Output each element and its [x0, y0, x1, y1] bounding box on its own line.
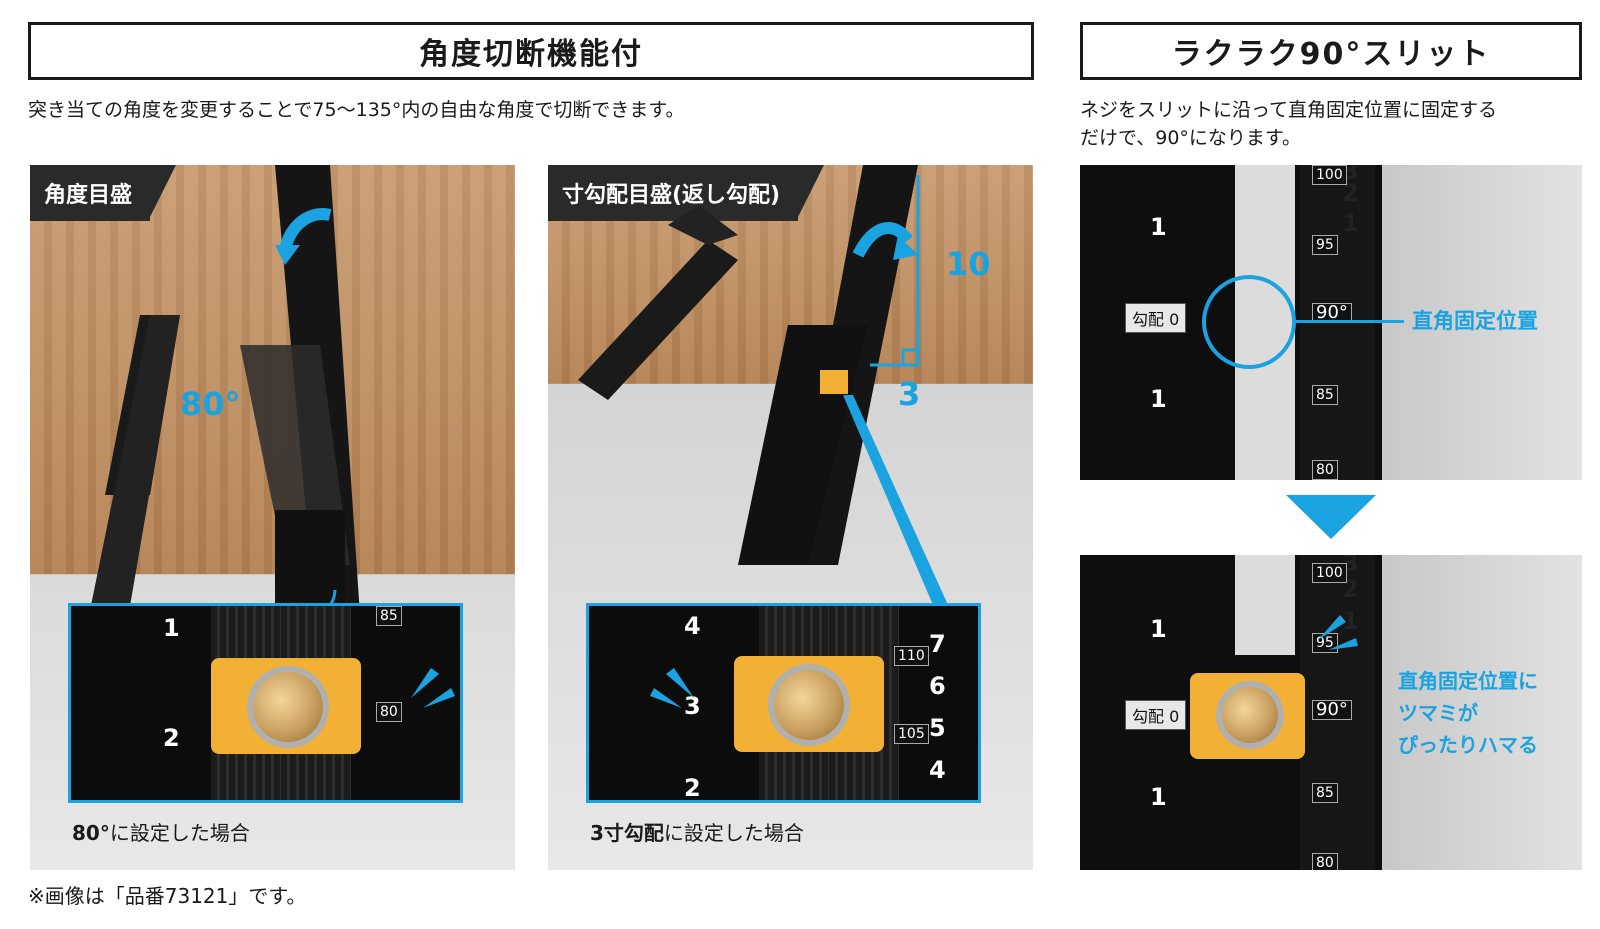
product-number-note: ※画像は「品番73121」です。 [28, 884, 307, 908]
scale-tick-label: 95 [1312, 235, 1338, 255]
scale-tick-label: 100 [1312, 563, 1347, 583]
gobai-zero-label: 勾配 0 [1125, 700, 1187, 730]
pitch-scale-tag-text: 寸勾配目盛(返し勾配) [562, 183, 781, 208]
scale-tick-label: 95 [1312, 633, 1338, 653]
angle-cut-title: 角度切断機能付 [28, 22, 1034, 80]
pitch-scale-photo: 寸勾配目盛(返し勾配) 10 3 4 3 2 7 6 5 4 [548, 165, 1033, 870]
highlight-circle [1202, 275, 1296, 369]
knob-fit-callout-line1: 直角固定位置に [1398, 669, 1538, 693]
brass-knob [774, 670, 844, 740]
angle-scale-tag: 角度目盛 [30, 165, 177, 221]
inset-scale-number: 7 [929, 630, 946, 658]
right-scale-number: 1 [1342, 607, 1359, 635]
brass-knob [253, 672, 323, 742]
emphasis-marks-icon [1318, 615, 1358, 650]
scale-tick-label: 80 [1312, 853, 1338, 870]
slit-description-line1: ネジをスリットに沿って直角固定位置に固定する [1080, 99, 1498, 121]
scale-tick-label: 100 [1312, 165, 1347, 185]
angle-caption-bold: 80° [72, 821, 110, 845]
angle-scale-inset: 1 2 85 80 [68, 603, 463, 803]
angle-cut-title-text: 角度切断機能付 [419, 37, 643, 72]
inset-scale-number: 1 [163, 614, 180, 642]
yellow-slider [211, 658, 361, 754]
scale-number: 1 [1150, 615, 1167, 643]
scale-number: 1 [1150, 213, 1167, 241]
gobai-zero-label: 勾配 0 [1125, 303, 1187, 333]
angle-scale-tag-text: 角度目盛 [44, 183, 133, 208]
callout-line [1296, 320, 1404, 323]
angle-caption: 80°に設定した場合 [72, 817, 250, 846]
photo-grey-background [1382, 555, 1582, 870]
pitch-caption-bold: 3寸勾配 [590, 821, 664, 845]
inset-scale-number: 4 [929, 756, 946, 784]
yellow-slider [1190, 673, 1305, 759]
scale-tick-label: 85 [1312, 385, 1338, 405]
emphasis-marks-icon [411, 668, 455, 708]
inset-scale-number: 5 [929, 714, 946, 742]
knob-fit-callout-line3: ぴったりハマる [1398, 733, 1538, 757]
knob-fit-callout-line2: ツマミが [1398, 701, 1478, 725]
angle-cut-description: 突き当ての角度を変更することで75～135°内の自由な角度で切断できます。 [28, 99, 685, 121]
scale-number: 1 [1150, 385, 1167, 413]
inset-scale-number: 6 [929, 672, 946, 700]
slit-title-text: ラクラク90°スリット [1171, 37, 1491, 72]
slit-scale-photo-before: 1 1 勾配 0 3 2 1 100 95 90° 85 80 直角固定位置 [1080, 165, 1582, 480]
inset-tick-label: 105 [894, 724, 929, 744]
right-scale-number: 2 [1342, 179, 1359, 207]
knob-fit-callout: 直角固定位置に ツマミが ぴったりハマる [1398, 665, 1538, 761]
pitch-tool-illustration [578, 165, 948, 605]
right-scale-number: 1 [1342, 209, 1359, 237]
slit-description: ネジをスリットに沿って直角固定位置に固定する だけで、90°になります。 [1080, 96, 1590, 152]
pitch-scale-tag: 寸勾配目盛(返し勾配) [548, 165, 825, 221]
inset-scale-number: 2 [163, 724, 180, 752]
right-angle-position-callout: 直角固定位置 [1412, 309, 1538, 333]
brass-knob [1222, 687, 1278, 743]
photo-grey-background [1382, 165, 1582, 480]
angle-80-label: 80° [180, 385, 241, 423]
pitch-scale-inset: 4 3 2 7 6 5 4 110 105 [586, 603, 981, 803]
inset-scale-number: 4 [684, 612, 701, 640]
angle-caption-rest: に設定した場合 [109, 821, 250, 845]
inset-tick-label: 80 [376, 702, 402, 722]
slit-gap [1235, 555, 1295, 655]
pitch-caption: 3寸勾配に設定した場合 [590, 817, 804, 846]
scale-tick-label: 85 [1312, 783, 1338, 803]
pitch-caption-rest: に設定した場合 [663, 821, 804, 845]
inset-tick-label: 110 [894, 646, 929, 666]
inset-scale-number: 2 [684, 774, 701, 802]
scale-tick-label: 90° [1312, 700, 1352, 720]
inset-tick-label: 85 [376, 606, 402, 626]
scale-number: 1 [1150, 783, 1167, 811]
inset-scale-number: 3 [684, 692, 701, 720]
slit-description-line2: だけで、90°になります。 [1080, 127, 1302, 149]
down-arrow-icon [1286, 495, 1376, 539]
yellow-slider [734, 656, 884, 752]
pitch-run-label: 3 [898, 375, 921, 413]
emphasis-marks-icon [650, 668, 694, 708]
scale-tick-label: 80 [1312, 460, 1338, 480]
scale-tick-label: 90° [1312, 303, 1352, 323]
slit-scale-photo-after: 1 1 勾配 0 3 2 1 100 95 90° 85 80 直角固定位置に … [1080, 555, 1582, 870]
pitch-rise-label: 10 [946, 245, 991, 283]
angle-scale-photo: 角度目盛 80° 1 2 85 80 [30, 165, 515, 870]
slit-title: ラクラク90°スリット [1080, 22, 1582, 80]
